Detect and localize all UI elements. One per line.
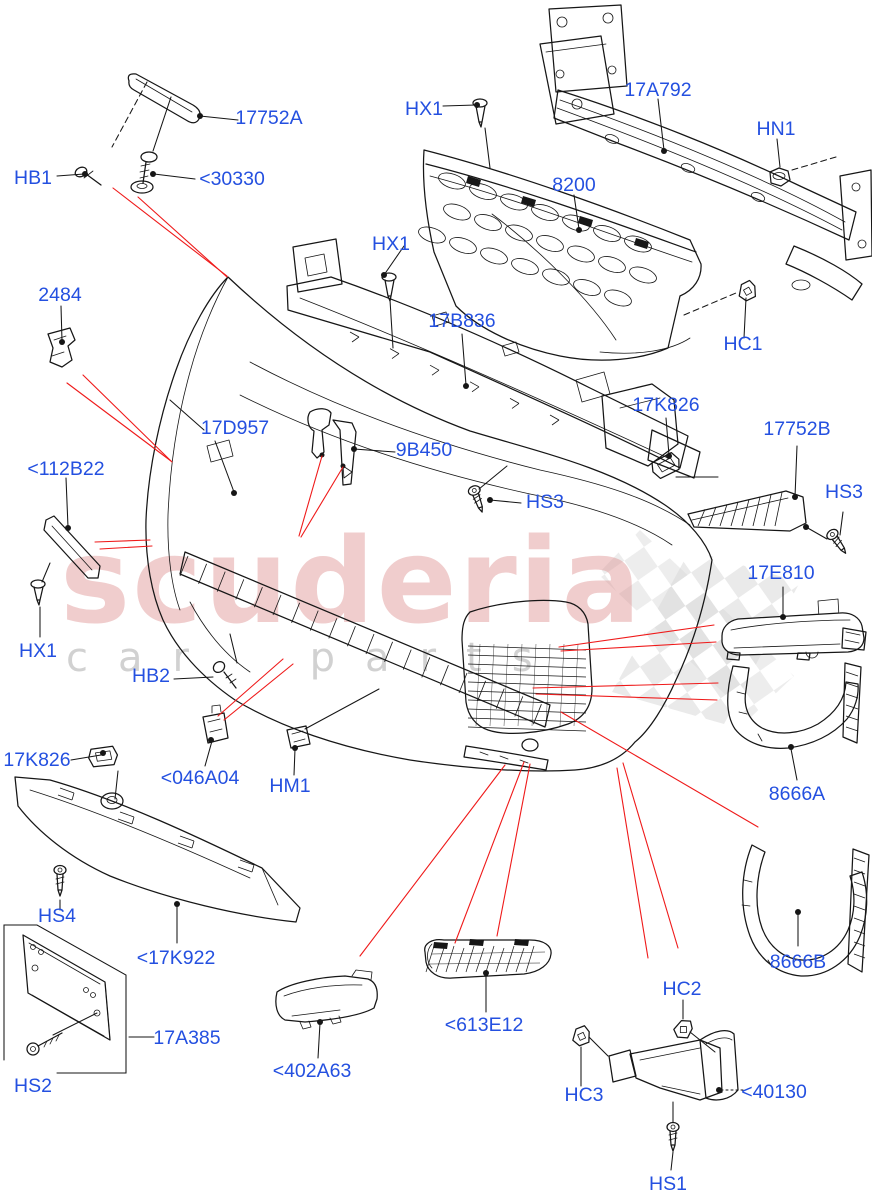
part-clip-HC1 (738, 279, 756, 302)
part-label-8666B[interactable]: 8666B (770, 951, 826, 973)
leader-lines-red (66, 187, 759, 959)
part-label-30330[interactable]: <30330 (199, 168, 265, 190)
part-pin-HX1-left (30, 579, 46, 606)
part-label-613E12[interactable]: <613E12 (445, 1014, 524, 1036)
part-label-9B450[interactable]: 9B450 (396, 439, 453, 461)
part-clip-HM1 (286, 725, 311, 749)
part-screw-HS4 (53, 864, 67, 897)
part-bolt-HS2 (26, 1032, 63, 1056)
part-label-HB1[interactable]: HB1 (14, 167, 52, 189)
part-label-17D957[interactable]: 17D957 (201, 417, 269, 439)
part-label-HN1[interactable]: HN1 (756, 118, 795, 140)
part-fog-bezel-8666A (727, 662, 862, 749)
part-drl-lamp-17E810 (721, 598, 867, 661)
part-label-17752A[interactable]: 17752A (235, 107, 302, 129)
part-label-HM1[interactable]: HM1 (269, 775, 310, 797)
leader-lines-black (39, 98, 844, 1171)
part-label-HC3[interactable]: HC3 (564, 1084, 603, 1106)
part-fog-lamp-402A63 (275, 969, 378, 1030)
part-label-17K826-left[interactable]: 17K826 (3, 749, 70, 771)
part-label-8666A[interactable]: 8666A (769, 783, 825, 805)
part-reinforcement-beam-17A792 (539, 4, 872, 301)
part-bolt-30330 (130, 151, 158, 194)
part-side-strip-112B22 (41, 515, 101, 583)
part-plate-bracket-17A385 (3, 924, 127, 1074)
part-label-2484[interactable]: 2484 (38, 284, 82, 306)
part-clip-HC3 (572, 1025, 590, 1047)
part-bolt-HB2 (212, 660, 237, 689)
part-label-HS3-right[interactable]: HS3 (825, 481, 863, 503)
part-label-HX1-left[interactable]: HX1 (19, 640, 57, 662)
part-screw-HS3-right (826, 528, 847, 554)
watermark-brand: scuderia (60, 512, 643, 650)
part-label-112B22[interactable]: <112B22 (27, 458, 104, 480)
part-label-17K922[interactable]: <17K922 (137, 947, 216, 969)
part-clip-HC2 (673, 1019, 693, 1039)
part-bracket-2484 (47, 327, 76, 368)
part-clip-046A04 (202, 704, 229, 744)
part-label-HC2[interactable]: HC2 (662, 978, 701, 1000)
part-label-17K826-right[interactable]: 17K826 (632, 394, 699, 416)
part-clip-17K826-right (651, 451, 680, 480)
watermark-subtitle: car parts (66, 635, 563, 681)
watermark: scuderia car parts (60, 512, 800, 724)
part-label-HB2[interactable]: HB2 (132, 665, 170, 687)
part-label-17752B[interactable]: 17752B (763, 418, 830, 440)
part-label-HS1[interactable]: HS1 (649, 1173, 687, 1195)
part-bracket-40130 (608, 1030, 739, 1101)
part-art (3, 4, 872, 1152)
part-label-17A385[interactable]: 17A385 (153, 1027, 220, 1049)
part-drl-strip-17752B (687, 490, 807, 532)
part-nut-HN1 (769, 167, 791, 187)
part-grille-8200 (418, 149, 702, 361)
part-deflector-panel-17K922 (14, 776, 301, 923)
part-label-8200[interactable]: 8200 (552, 174, 596, 196)
part-label-HX1-mid[interactable]: HX1 (372, 233, 410, 255)
checkered-flag-icon (598, 530, 794, 718)
part-lower-grille-613E12 (424, 938, 552, 979)
part-label-HS2[interactable]: HS2 (14, 1075, 52, 1097)
part-bumper-cover-17D957 (145, 276, 713, 772)
part-screw-HS1 (666, 1121, 680, 1152)
part-lower-beam-17B836 (286, 238, 701, 479)
part-label-046A04[interactable]: <046A04 (161, 767, 240, 789)
part-bracket-9B450 (307, 408, 357, 486)
part-label-17E810[interactable]: 17E810 (747, 562, 814, 584)
part-label-HC1[interactable]: HC1 (723, 333, 762, 355)
part-screw-HS3-left (467, 485, 483, 513)
part-label-40130[interactable]: <40130 (741, 1081, 807, 1103)
part-label-17B836[interactable]: 17B836 (428, 310, 495, 332)
part-label-HS3-left[interactable]: HS3 (526, 491, 564, 513)
part-label-402A63[interactable]: <402A63 (273, 1060, 352, 1082)
part-trim-blade-17752A (111, 73, 201, 152)
part-pin-HX1-top (472, 98, 488, 128)
part-fog-bezel-8666B (741, 844, 870, 977)
part-label-HX1-top[interactable]: HX1 (405, 98, 443, 120)
part-labels: 17752A HB1 <30330 HX1 17A792 HN1 8200 HX… (3, 79, 863, 1195)
part-label-HS4[interactable]: HS4 (38, 905, 76, 927)
part-label-17A792[interactable]: 17A792 (624, 79, 691, 101)
